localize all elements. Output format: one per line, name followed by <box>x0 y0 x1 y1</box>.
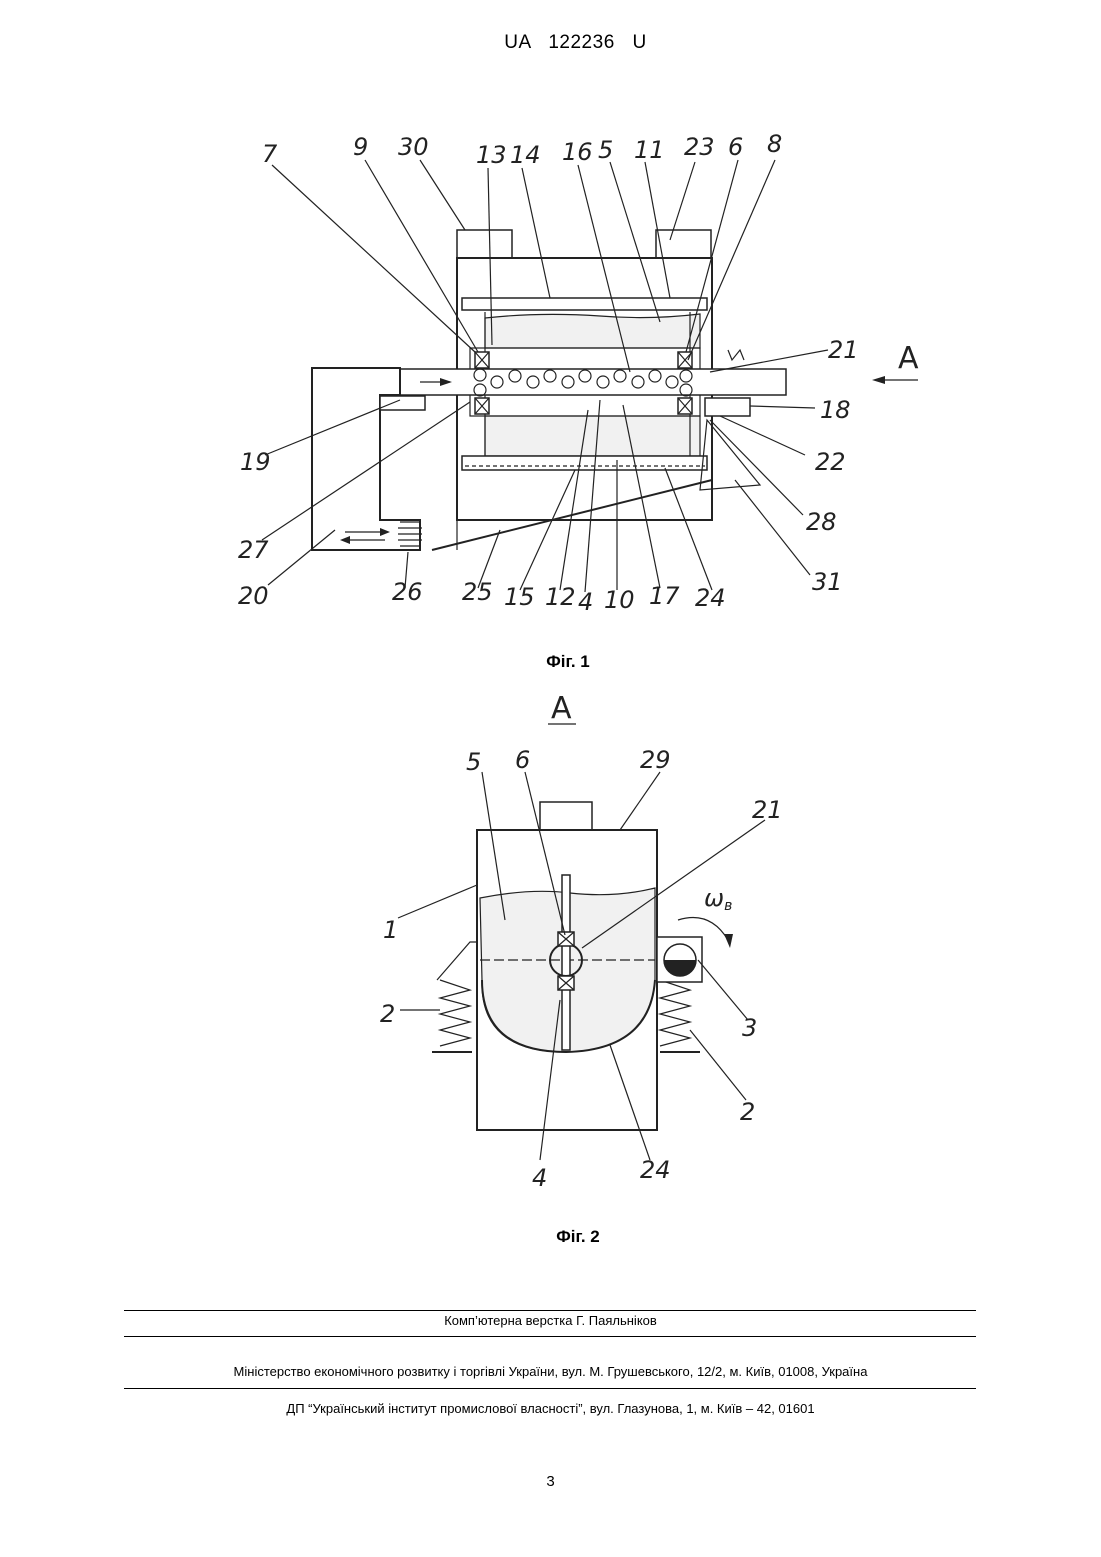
figure-1-caption: Фіг. 1 <box>468 652 668 672</box>
top-block-left <box>457 230 512 258</box>
fig1-label-7: 7 <box>262 140 278 168</box>
fig1-view-marker: A <box>898 341 919 376</box>
fig1-label-15: 15 <box>504 583 535 611</box>
footer-rule-3 <box>124 1388 976 1389</box>
fig2-label-21: 21 <box>752 796 783 824</box>
coupling <box>705 398 750 416</box>
top-plate <box>462 298 707 310</box>
fig1-label-13: 13 <box>476 141 507 169</box>
material-bottom <box>485 416 700 456</box>
material-top <box>485 314 700 348</box>
spring-2-left <box>440 980 470 1046</box>
fig1-label-10: 10 <box>604 586 635 614</box>
fig2-label-6: 6 <box>515 746 530 774</box>
bottom-tray <box>462 456 707 470</box>
fig2-label-3: 3 <box>742 1014 757 1042</box>
fig1-label-16: 16 <box>562 138 593 166</box>
fig1-label-11: 11 <box>634 136 665 164</box>
shaft <box>400 369 786 395</box>
fig1-label-22: 22 <box>815 448 846 476</box>
fig1-label-24: 24 <box>695 584 726 612</box>
fig2-label-2-right: 2 <box>740 1098 755 1126</box>
ministry-address: Міністерство економічного розвитку і тор… <box>0 1364 1101 1379</box>
fig1-label-6: 6 <box>728 133 743 161</box>
spring-2-right <box>660 980 690 1046</box>
typesetter-credit: Комп’ютерна верстка Г. Паяльніков <box>0 1313 1101 1328</box>
fig1-label-19: 19 <box>240 448 271 476</box>
fig1-label-21: 21 <box>828 336 859 364</box>
fig1-label-28: 28 <box>806 508 837 536</box>
paddle <box>562 875 570 1050</box>
plate-19 <box>380 396 425 410</box>
fig1-label-9: 9 <box>353 133 368 161</box>
fig1-label-14: 14 <box>510 141 541 169</box>
figure-1-drawing: 7 9 30 13 14 16 5 11 23 6 8 21 18 22 28 … <box>0 0 1101 650</box>
fig2-label-5: 5 <box>466 748 481 776</box>
fig2-omega-label: ωв <box>704 884 732 914</box>
fig2-view-title: A <box>551 691 572 726</box>
fig1-label-26: 26 <box>392 578 423 606</box>
fig2-label-4: 4 <box>532 1164 547 1192</box>
fig1-label-27: 27 <box>238 536 269 564</box>
figure-2-drawing: A ωв 5 6 29 21 1 2 3 2 4 24 <box>0 680 1101 1210</box>
footer-rule-1 <box>124 1310 976 1311</box>
fig1-label-12: 12 <box>545 583 576 611</box>
fig1-label-5: 5 <box>598 136 613 164</box>
fig1-label-25: 25 <box>462 578 493 606</box>
footer-rule-2 <box>124 1336 976 1337</box>
fig1-label-31: 31 <box>812 568 843 596</box>
fig1-label-20: 20 <box>238 582 269 610</box>
fig2-label-24: 24 <box>640 1156 671 1184</box>
fig1-label-8: 8 <box>767 130 782 158</box>
fig2-label-2-left: 2 <box>380 1000 395 1028</box>
top-block-right <box>656 230 711 258</box>
figure-2-caption: Фіг. 2 <box>478 1227 678 1247</box>
fig1-label-30: 30 <box>398 133 429 161</box>
fig1-label-23: 23 <box>684 133 715 161</box>
institute-address: ДП “Український інститут промислової вла… <box>0 1401 1101 1416</box>
spring-26 <box>398 522 422 546</box>
fig2-label-1: 1 <box>383 916 398 944</box>
fig1-label-17: 17 <box>649 582 680 610</box>
fig1-label-18: 18 <box>820 396 851 424</box>
fig2-label-29: 29 <box>640 746 671 774</box>
page-number: 3 <box>0 1473 1101 1490</box>
fig1-label-4: 4 <box>578 588 593 616</box>
